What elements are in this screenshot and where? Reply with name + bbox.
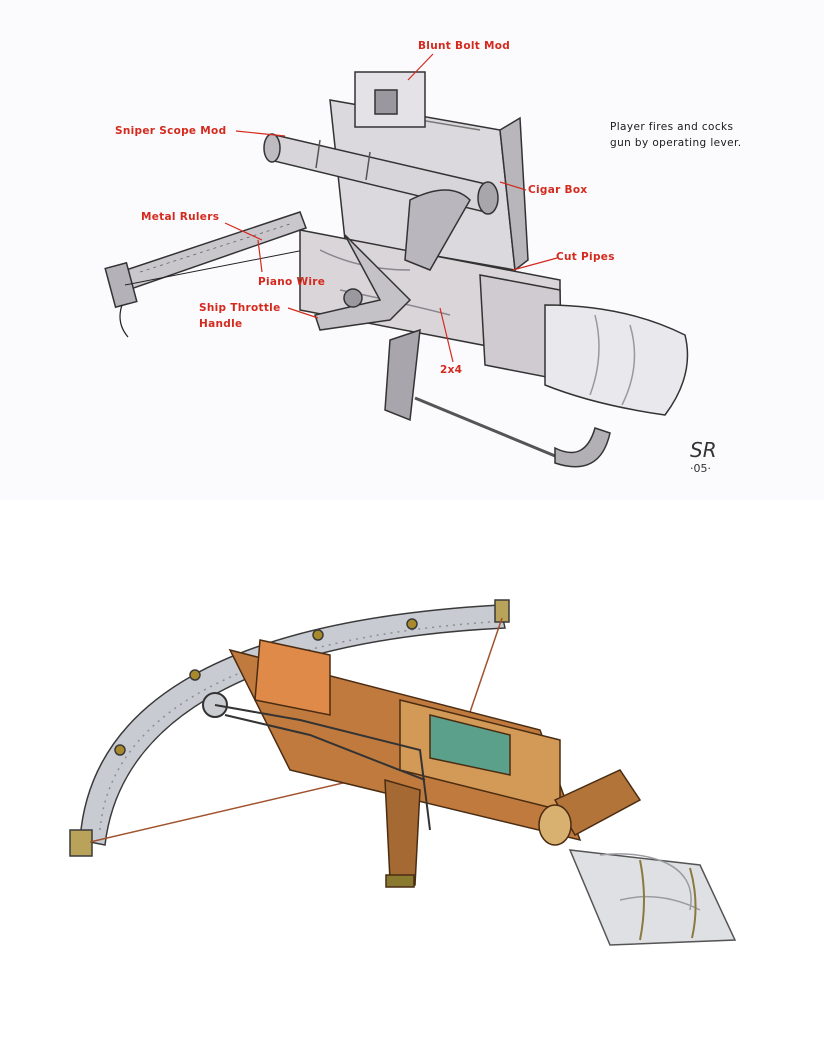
operation-note: Player fires and cocks gun by operating … (610, 119, 741, 151)
callout-2x4: 2x4 (440, 364, 463, 376)
cut-pipes-wrap (479, 274, 689, 416)
concept-sketch-panel: Blunt Bolt Mod Sniper Scope Mod Cigar Bo… (0, 0, 824, 500)
operation-note-line2: gun by operating lever. (610, 137, 742, 149)
crossbow-color-illustration (69, 599, 737, 946)
metal-linkage (202, 692, 431, 831)
cloth-wrapped-end (568, 849, 737, 946)
artist-signature: SR (690, 438, 717, 462)
ship-throttle-handle (314, 189, 471, 331)
callout-ship-throttle-handle-line2: Handle (199, 318, 243, 330)
artist-signature-year: ·05· (690, 462, 711, 475)
operation-note-line1: Player fires and cocks (610, 121, 734, 133)
callout-sniper-scope-mod: Sniper Scope Mod (115, 125, 227, 137)
wooden-grip (384, 778, 421, 888)
piano-wire (124, 244, 331, 286)
callout-cigar-box: Cigar Box (528, 184, 588, 196)
blunt-bolt-mod (354, 71, 426, 128)
callout-ship-throttle-handle-line1: Ship Throttle (199, 302, 281, 314)
wooden-stock (228, 639, 582, 842)
metal-rulers-bow (104, 211, 307, 338)
wooden-roller-lever (538, 769, 642, 846)
callout-leaders (224, 53, 558, 363)
color-render-panel (0, 500, 824, 1041)
bow-string-right (467, 617, 503, 719)
lever-arm (384, 328, 611, 468)
callout-metal-rulers: Metal Rulers (141, 211, 220, 223)
crossbow-sketch-illustration (104, 53, 689, 468)
callout-piano-wire: Piano Wire (258, 276, 326, 288)
callout-blunt-bolt-mod: Blunt Bolt Mod (418, 40, 511, 52)
callout-cut-pipes: Cut Pipes (556, 251, 615, 263)
